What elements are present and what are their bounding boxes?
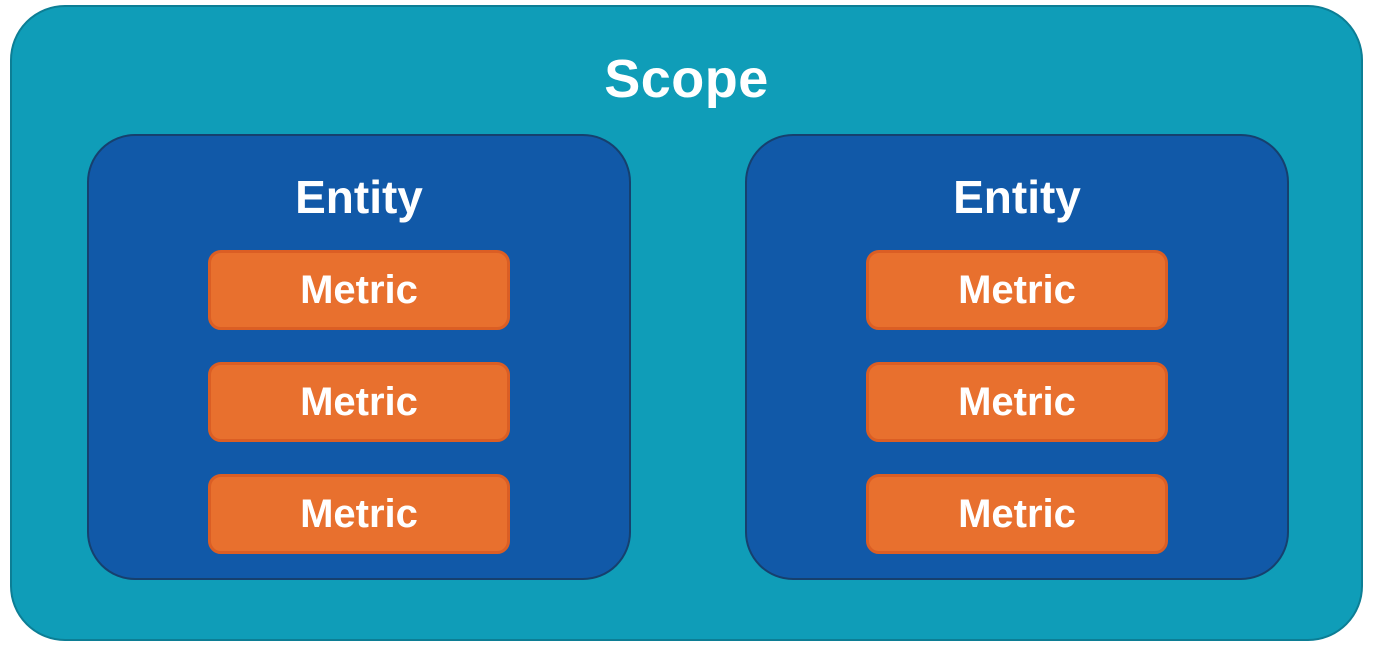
entities-row: Entity Metric Metric Metric Entity Metri… xyxy=(12,133,1361,580)
entity-box-right: Entity Metric Metric Metric xyxy=(745,133,1289,580)
entity-box-left: Entity Metric Metric Metric xyxy=(87,133,631,580)
scope-box: Scope Entity Metric Metric Metric Entity… xyxy=(10,5,1363,641)
metric-label: Metric xyxy=(958,379,1076,424)
metric-label: Metric xyxy=(958,267,1076,312)
metric-box: Metric xyxy=(208,473,510,554)
metric-label: Metric xyxy=(300,379,418,424)
entity-label: Entity xyxy=(295,170,423,223)
metric-box: Metric xyxy=(208,361,510,442)
metric-box: Metric xyxy=(866,249,1168,330)
metric-box: Metric xyxy=(208,249,510,330)
metric-box: Metric xyxy=(866,361,1168,442)
metric-box: Metric xyxy=(866,473,1168,554)
metric-label: Metric xyxy=(300,491,418,536)
entity-label: Entity xyxy=(953,170,1081,223)
metric-label: Metric xyxy=(958,491,1076,536)
scope-label: Scope xyxy=(604,49,769,109)
metric-label: Metric xyxy=(300,267,418,312)
